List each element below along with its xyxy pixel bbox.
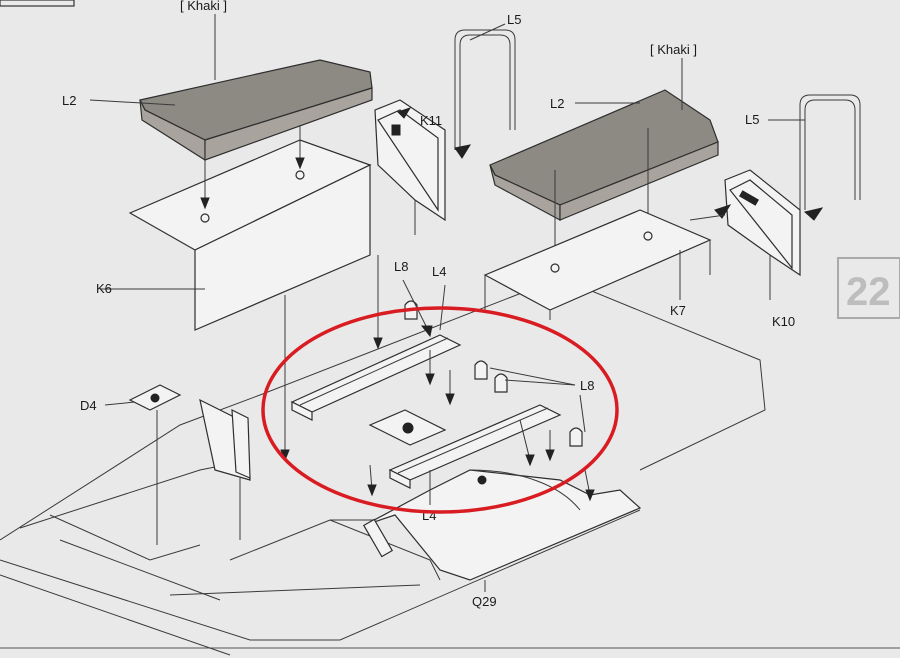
- part-k7: K7: [483, 209, 712, 320]
- label-l5-right: L5: [745, 112, 759, 127]
- part-k6: K6: [96, 139, 372, 450]
- left-side-bracket: [199, 398, 251, 540]
- part-l2-left: [ Khaki ] L2: [62, 0, 373, 210]
- label-khaki-left: [ Khaki ]: [180, 0, 227, 13]
- label-k7: K7: [670, 303, 686, 318]
- part-d4: D4: [80, 384, 182, 545]
- label-q29: Q29: [472, 594, 497, 609]
- part-l5-left: L5: [454, 12, 521, 150]
- label-d4: D4: [80, 398, 97, 413]
- label-k6: K6: [96, 281, 112, 296]
- label-l2-left: L2: [62, 93, 76, 108]
- label-k11: K11: [420, 113, 442, 128]
- highlight-circle: [261, 306, 619, 514]
- part-l5-right: L5: [745, 94, 861, 210]
- label-l2-right: L2: [550, 96, 564, 111]
- hull-base: [0, 277, 766, 656]
- part-l4-upper: [290, 334, 462, 421]
- label-l8-top: L8: [394, 259, 408, 274]
- part-k11: K11: [374, 99, 472, 235]
- center-plate: [368, 409, 487, 485]
- part-l8-stoppers: [404, 300, 583, 447]
- label-k10: K10: [772, 314, 795, 329]
- page-number-box: [837, 257, 900, 319]
- label-l4-top: L4: [432, 264, 446, 279]
- part-k10: K10: [689, 169, 824, 329]
- page-number: 22: [846, 270, 891, 314]
- label-khaki-right: [ Khaki ]: [650, 42, 697, 57]
- assembly-arrows: [280, 255, 595, 505]
- label-l8-right: L8: [580, 378, 594, 393]
- label-l5-left: L5: [507, 12, 521, 27]
- top-frame-fragment: [0, 0, 75, 7]
- part-l4-lower: [388, 404, 562, 489]
- part-q29: Q29: [362, 469, 642, 609]
